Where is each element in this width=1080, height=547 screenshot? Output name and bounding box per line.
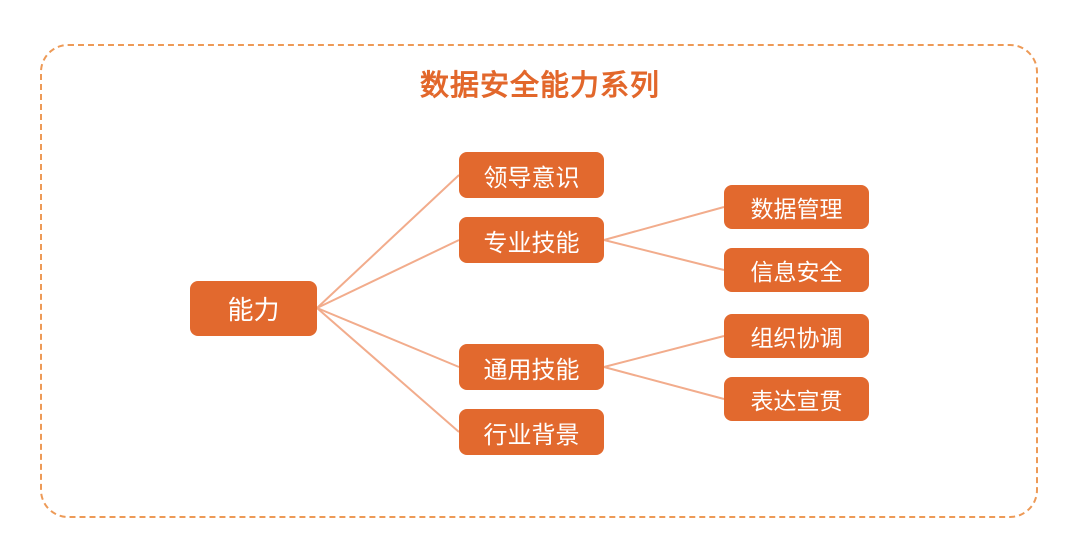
node-industry-background: 行业背景 [459, 409, 604, 455]
node-root-capability: 能力 [190, 281, 317, 336]
connector-professional-datamgmt [603, 206, 725, 241]
connector-root-general [316, 307, 460, 368]
connector-root-professional [316, 239, 460, 309]
connector-general-express [603, 366, 725, 400]
connector-general-orgcoord [603, 335, 725, 368]
node-expression-communication: 表达宣贯 [724, 377, 869, 421]
node-leadership-awareness: 领导意识 [459, 152, 604, 198]
node-data-management: 数据管理 [724, 185, 869, 229]
connector-root-industry [316, 307, 460, 433]
connector-root-leadership [316, 174, 460, 309]
connector-professional-infosec [603, 239, 725, 271]
node-information-security: 信息安全 [724, 248, 869, 292]
node-organization-coordination: 组织协调 [724, 314, 869, 358]
node-professional-skills: 专业技能 [459, 217, 604, 263]
dashed-border-frame [40, 44, 1038, 518]
diagram-title: 数据安全能力系列 [419, 68, 660, 102]
node-general-skills: 通用技能 [459, 344, 604, 390]
